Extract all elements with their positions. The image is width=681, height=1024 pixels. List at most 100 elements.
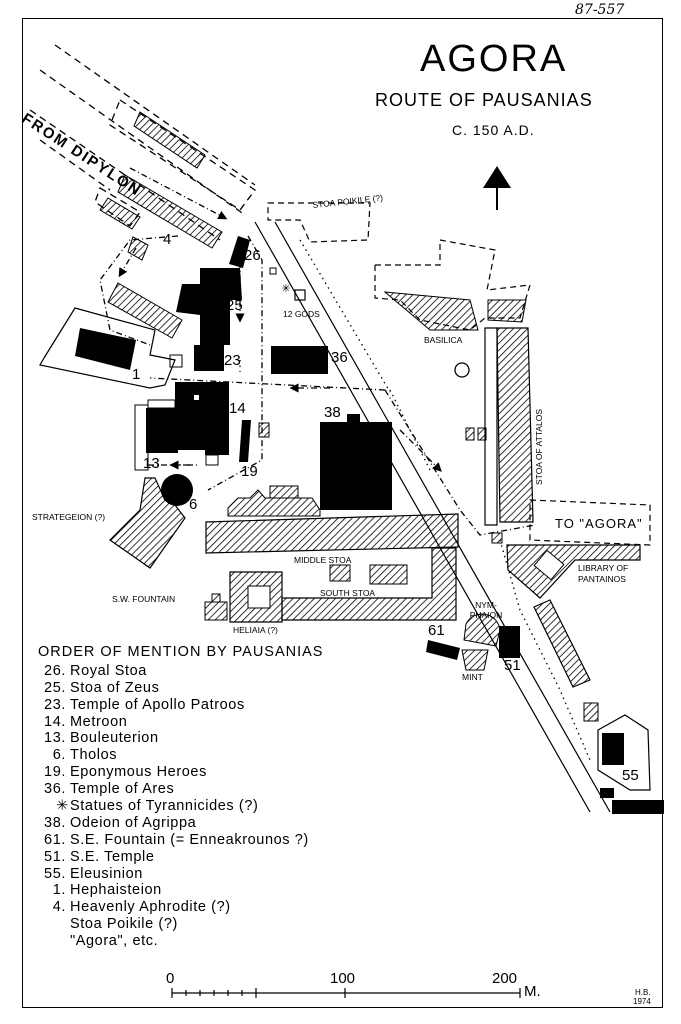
- road-to-agora: [529, 499, 651, 546]
- se-fountain-61: [426, 640, 460, 660]
- scale-bar: [171, 988, 521, 998]
- strategeion: [109, 477, 186, 569]
- credit-year: 1974: [633, 997, 651, 1006]
- marker-23: 23: [224, 352, 241, 369]
- legend-item-name: Temple of Ares: [70, 781, 175, 798]
- legend-item: 14.Metroon: [38, 714, 323, 731]
- reference-number: 87-557: [575, 2, 625, 18]
- marker-4: 4: [163, 231, 172, 248]
- page-subtitle: ROUTE OF PAUSANIAS: [375, 90, 593, 110]
- se-temple-51: [499, 626, 520, 658]
- legend: ORDER OF MENTION BY PAUSANIAS 26.Royal S…: [38, 644, 323, 950]
- legend-item-name: Bouleuterion: [70, 730, 159, 747]
- label-nymphaion: NYM- PHAION: [469, 600, 503, 620]
- legend-item-number: 25.: [44, 679, 66, 696]
- temple-apollo-23: [169, 345, 224, 371]
- label-strategeion: STRATEGEION (?): [32, 512, 106, 522]
- marker-51: 51: [504, 657, 521, 674]
- eleusinion-55: [583, 702, 664, 814]
- legend-item: 36.Temple of Ares: [38, 781, 323, 798]
- label-basilica: BASILICA: [424, 335, 463, 345]
- legend-item-number: 38.: [44, 814, 66, 831]
- legend-item: Stoa Poikile (?): [38, 916, 323, 933]
- legend-item-name: Heavenly Aphrodite (?): [70, 899, 231, 916]
- credit-initials: H.B.: [635, 988, 651, 997]
- legend-item-name: Tholos: [70, 747, 118, 764]
- legend-item: 55.Eleusinion: [38, 866, 323, 883]
- basilica: [374, 239, 531, 378]
- label-12-gods: 12 GODS: [283, 309, 320, 319]
- marker-1: 1: [132, 366, 141, 383]
- scale-unit: M.: [524, 983, 541, 1000]
- dipylon-road: [29, 44, 256, 241]
- label-to-agora: TO "AGORA": [555, 516, 643, 531]
- pausanias-route: [99, 167, 591, 761]
- tyrannicides-star-icon: ✳: [281, 283, 290, 295]
- legend-item-number: 4.: [52, 899, 66, 916]
- temple-of-ares-36: [271, 346, 328, 374]
- marker-26: 26: [244, 247, 261, 264]
- legend-item-number: 19.: [44, 764, 66, 781]
- scale-tick-200: 200: [492, 970, 518, 987]
- legend-item-number: 55.: [44, 865, 66, 882]
- library-of-pantainos: [491, 532, 641, 688]
- legend-star-icon: ✳: [56, 798, 69, 815]
- scale-tick-0: 0: [166, 970, 175, 987]
- map-border: [22, 18, 663, 1008]
- legend-item-number: 36.: [44, 781, 66, 798]
- middle-stoa-annexes: [227, 485, 321, 517]
- metroon-14: [134, 382, 229, 471]
- stoa-of-zeus-25: [176, 268, 242, 345]
- stoa-of-attalos: [465, 327, 534, 526]
- legend-item: "Agora", etc.: [38, 933, 323, 950]
- legend-item-number: 1.: [52, 882, 66, 899]
- royal-stoa-26: [229, 236, 250, 268]
- legend-item: 13.Bouleuterion: [38, 730, 323, 747]
- label-sw-fountain: S.W. FOUNTAIN: [112, 594, 176, 604]
- legend-item: 23.Temple of Apollo Patroos: [38, 697, 323, 714]
- road-buildings: [99, 111, 223, 339]
- legend-item: 25.Stoa of Zeus: [38, 680, 323, 697]
- odeion-of-agrippa-38: [320, 414, 392, 510]
- legend-item: 4.Heavenly Aphrodite (?): [38, 899, 323, 916]
- legend-item-number: 61.: [44, 831, 66, 848]
- legend-item: 38.Odeion of Agrippa: [38, 815, 323, 832]
- legend-item-name: Stoa of Zeus: [70, 679, 160, 696]
- legend-item-name: Hephaisteion: [70, 882, 162, 899]
- label-library-pantainos: LIBRARY OF PANTAINOS: [578, 563, 629, 584]
- legend-item-name: Eponymous Heroes: [70, 764, 207, 781]
- label-heliaia: HELIAIA (?): [233, 625, 278, 635]
- legend-item-name: S.E. Temple: [70, 848, 155, 865]
- legend-item-name: "Agora", etc.: [70, 933, 159, 950]
- legend-item: 26.Royal Stoa: [38, 663, 323, 680]
- marker-6: 6: [189, 496, 198, 513]
- heliaia: [204, 571, 283, 623]
- legend-item: 6.Tholos: [38, 747, 323, 764]
- legend-item-name: S.E. Fountain (= Enneakrounos ?): [70, 831, 309, 848]
- legend-item-name: Eleusinion: [70, 865, 143, 882]
- tholos-6: [161, 474, 193, 506]
- eponymous-heroes-19: [239, 420, 270, 462]
- legend-item-name: Odeion of Agrippa: [70, 814, 197, 831]
- legend-item: 1.Hephaisteion: [38, 882, 323, 899]
- legend-item-name: Royal Stoa: [70, 662, 147, 679]
- legend-item-name: Statues of Tyrannicides (?): [70, 798, 259, 815]
- twelve-gods-altar: ✳: [269, 267, 306, 301]
- label-mint: MINT: [462, 672, 483, 682]
- nymphaion: [461, 613, 501, 671]
- scale-tick-100: 100: [330, 970, 356, 987]
- page-title: AGORA: [420, 38, 568, 80]
- legend-item: ✳Statues of Tyrannicides (?): [38, 798, 323, 815]
- legend-item-number: 51.: [44, 848, 66, 865]
- legend-title: ORDER OF MENTION BY PAUSANIAS: [38, 644, 324, 660]
- legend-item: 61.S.E. Fountain (= Enneakrounos ?): [38, 832, 323, 849]
- marker-36: 36: [331, 349, 348, 366]
- legend-item-number: 13.: [44, 730, 66, 747]
- stoa-poikile-outline: [267, 202, 371, 243]
- legend-item: 19.Eponymous Heroes: [38, 764, 323, 781]
- legend-item-number: 6.: [52, 747, 66, 764]
- legend-item-name: Temple of Apollo Patroos: [70, 696, 245, 713]
- marker-55: 55: [622, 767, 639, 784]
